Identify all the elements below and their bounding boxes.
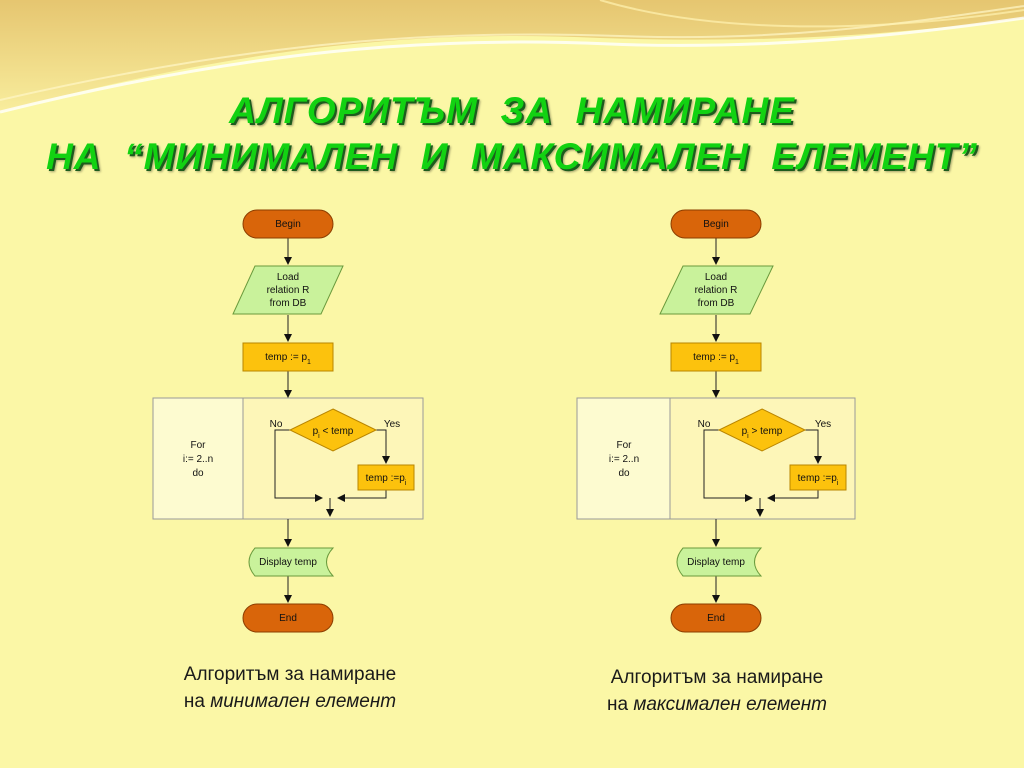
caption-emphasis: минимален елемент (210, 691, 397, 712)
display-label: Display temp (259, 557, 317, 568)
branch-merge (767, 490, 819, 502)
caption-maximum: Алгоритъм за намиране на максимален елем… (527, 664, 907, 718)
loop-label-panel (576, 397, 671, 520)
end-terminal (242, 603, 334, 633)
load-io-shape (659, 265, 774, 315)
loop-line-2: i:= 2..n (183, 454, 213, 465)
loop-line-3: do (192, 468, 204, 479)
caption-line-2: на максимален елемент (606, 694, 828, 715)
load-io-shape (232, 265, 344, 315)
loop-line-1: For (617, 440, 633, 451)
yes-label: Yes (815, 419, 831, 430)
end-label: End (279, 613, 297, 624)
condition-label: pi < temp (313, 426, 354, 440)
assign-process-box (789, 464, 847, 491)
caption-emphasis: максимален елемент (633, 694, 828, 715)
flowchart-minimum: Begin Load relation R from DB temp := p1… (152, 209, 424, 633)
load-line-2: relation R (267, 285, 310, 296)
yes-label: Yes (384, 419, 400, 430)
init-process-box (242, 342, 334, 372)
display-label: Display temp (687, 557, 745, 568)
caption-line-1: Алгоритъм за намиране (610, 667, 824, 688)
condition-diamond (288, 408, 378, 452)
load-line-2: relation R (695, 285, 738, 296)
begin-label: Begin (275, 219, 301, 230)
assign-label: temp :=pi (798, 473, 839, 487)
init-label: temp := p1 (265, 352, 311, 366)
assign-process-box (357, 464, 415, 491)
branch-merge (337, 490, 387, 502)
no-label: No (270, 419, 283, 430)
assign-label: temp :=pi (366, 473, 407, 487)
condition-label: pi > temp (742, 426, 783, 440)
loop-line-3: do (618, 468, 630, 479)
no-label: No (698, 419, 711, 430)
load-line-1: Load (277, 272, 299, 283)
loop-line-2: i:= 2..n (609, 454, 639, 465)
end-terminal (670, 603, 762, 633)
caption-minimum: Алгоритъм за намиране на минимален елеме… (100, 661, 480, 715)
display-output-shape (248, 547, 335, 577)
branch-no (703, 429, 753, 502)
load-line-3: from DB (270, 298, 307, 309)
slide-title-line-2: НА “МИНИМАЛЕН И МАКСИМАЛЕН ЕЛЕМЕНТ” (46, 136, 978, 177)
init-process-box (670, 342, 762, 372)
display-output-shape (676, 547, 763, 577)
begin-terminal (242, 209, 334, 239)
condition-diamond (717, 408, 807, 452)
end-label: End (707, 613, 725, 624)
init-label: temp := p1 (693, 352, 739, 366)
caption-line-1: Алгоритъм за намиране (183, 664, 397, 685)
load-line-3: from DB (698, 298, 735, 309)
branch-yes (376, 429, 390, 464)
branch-yes (805, 429, 822, 464)
begin-label: Begin (703, 219, 729, 230)
flowchart-maximum: Begin Load relation R from DB temp := p1… (576, 209, 856, 633)
begin-terminal (670, 209, 762, 239)
loop-line-1: For (191, 440, 207, 451)
slide-title-line-1: АЛГОРИТЪМ ЗА НАМИРАНЕ (229, 90, 795, 131)
caption-line-2: на минимален елемент (183, 691, 397, 712)
loop-label-panel (152, 397, 244, 520)
load-line-1: Load (705, 272, 727, 283)
branch-no (274, 429, 323, 502)
